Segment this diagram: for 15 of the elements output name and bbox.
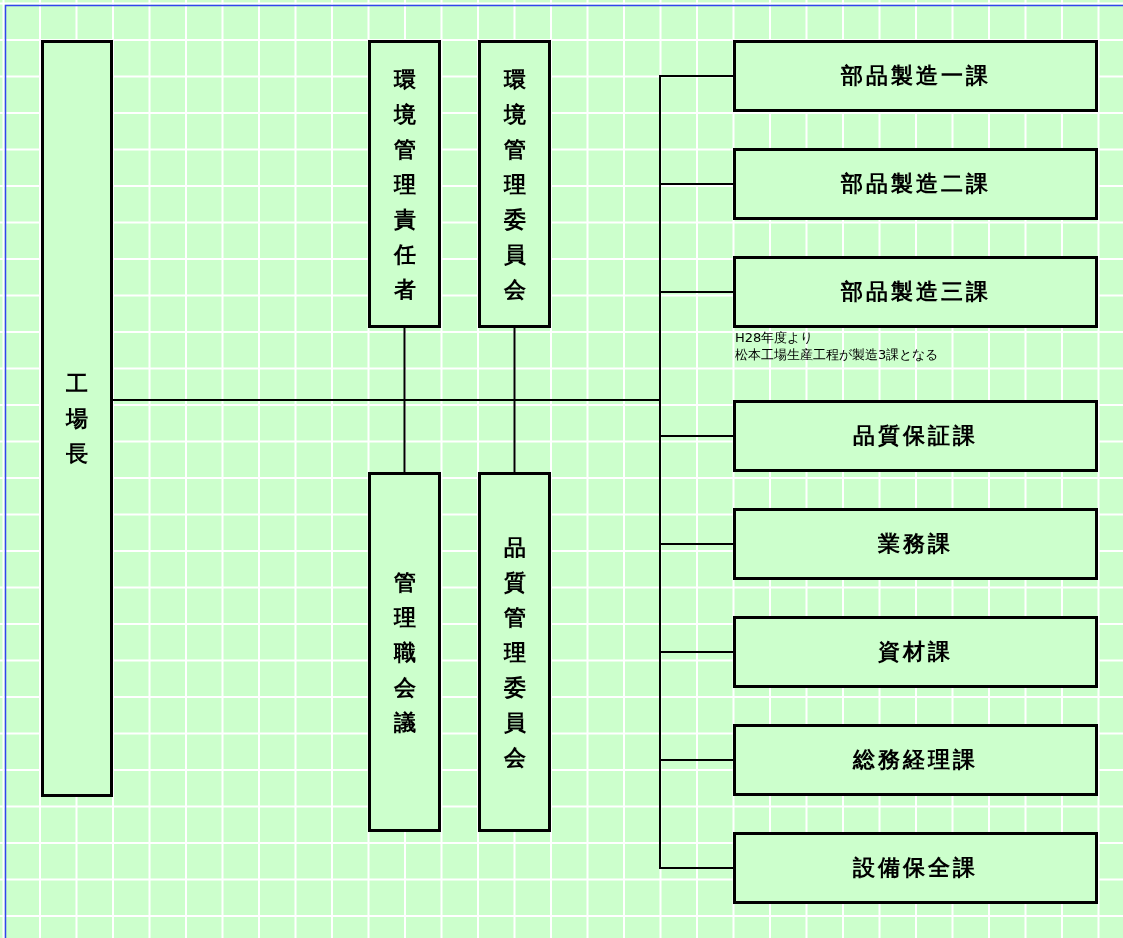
org-box: 資材課 bbox=[733, 616, 1098, 688]
org-box: 工場長 bbox=[41, 40, 113, 797]
org-box: 品質保証課 bbox=[733, 400, 1098, 472]
org-box: 総務経理課 bbox=[733, 724, 1098, 796]
org-box: 設備保全課 bbox=[733, 832, 1098, 904]
org-box: 業務課 bbox=[733, 508, 1098, 580]
note-text: 松本工場生産工程が製造3課となる bbox=[735, 347, 939, 363]
org-box: 部品製造二課 bbox=[733, 148, 1098, 220]
org-box: 環境管理責任者 bbox=[368, 40, 441, 328]
org-box: 部品製造三課 bbox=[733, 256, 1098, 328]
org-box: 品質管理委員会 bbox=[478, 472, 551, 832]
org-box: 環境管理委員会 bbox=[478, 40, 551, 328]
org-box: 部品製造一課 bbox=[733, 40, 1098, 112]
org-box: 管理職会議 bbox=[368, 472, 441, 832]
note-text: H28年度より bbox=[735, 330, 814, 346]
